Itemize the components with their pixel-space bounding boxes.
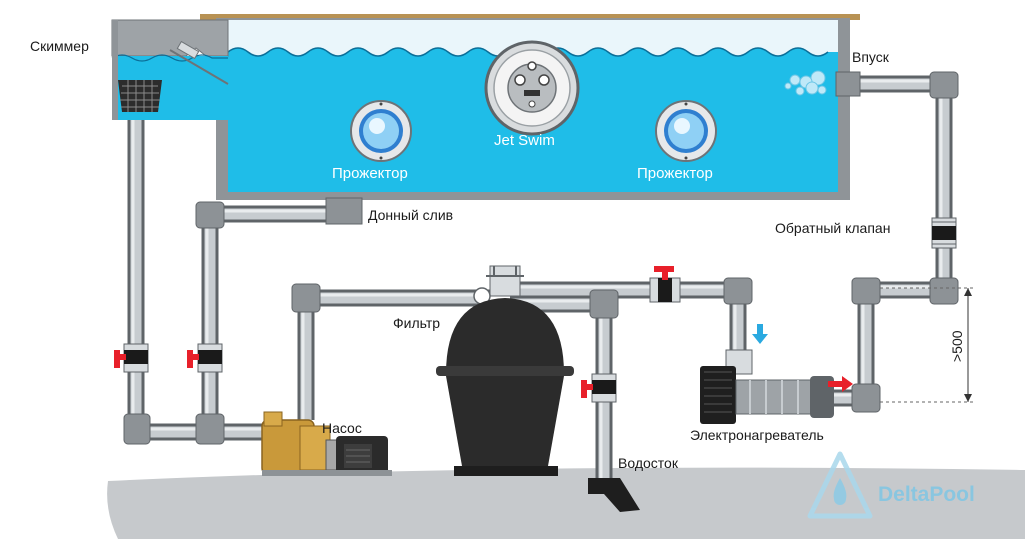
skimmer-basket — [118, 80, 162, 112]
electric-heater — [700, 349, 834, 424]
sand-filter — [436, 265, 574, 476]
label-drain: Водосток — [618, 455, 679, 471]
jet-nozzle-icon — [527, 61, 537, 71]
jet-nozzle-icon — [514, 74, 526, 86]
label-spotlight-right: Прожектор — [637, 165, 713, 182]
deltapool-logo: DeltaPool — [807, 451, 975, 519]
skimmer — [111, 19, 229, 120]
jet-swim-unit — [484, 40, 580, 136]
check-valve — [931, 217, 957, 249]
label-heater: Электронагреватель — [690, 427, 824, 443]
label-jet-swim: Jet Swim — [494, 132, 555, 149]
spotlight-left — [350, 100, 412, 162]
jet-nozzle-icon — [538, 74, 550, 86]
valve-skimmer[interactable] — [114, 343, 149, 373]
label-filter: Фильтр — [393, 315, 440, 331]
dimension-arrow-up-icon — [964, 288, 972, 296]
valve-drain[interactable] — [581, 373, 617, 403]
ground — [107, 467, 1025, 539]
label-spotlight-left: Прожектор — [332, 165, 408, 182]
label-pump: Насос — [322, 420, 362, 436]
inlet-bubbles — [784, 70, 827, 96]
logo-drop-icon — [833, 478, 847, 505]
label-check-valve: Обратный клапан — [775, 220, 890, 236]
flow-arrow-down-icon — [752, 324, 768, 344]
inlet-fitting — [835, 71, 861, 97]
valve-bottom-drain[interactable] — [187, 343, 223, 373]
brand-name: DeltaPool — [878, 483, 975, 506]
bottom-drain-fitting — [325, 197, 363, 225]
label-bottom-drain: Донный слив — [368, 207, 453, 223]
pipe-elbows — [123, 71, 959, 445]
pump — [261, 411, 392, 476]
label-inlet: Впуск — [852, 49, 890, 65]
height-dimension — [880, 287, 975, 403]
pool-deck — [200, 14, 860, 20]
label-skimmer: Скиммер — [30, 38, 89, 54]
label-height-mark: >500 — [949, 330, 965, 362]
valve-heater-bypass[interactable] — [649, 266, 681, 303]
drain-outlet — [588, 478, 640, 512]
logo-triangle-icon — [807, 451, 873, 519]
dimension-arrow-down-icon — [964, 394, 972, 402]
spotlight-right — [655, 100, 717, 162]
flow-arrow-right-icon — [828, 376, 853, 392]
